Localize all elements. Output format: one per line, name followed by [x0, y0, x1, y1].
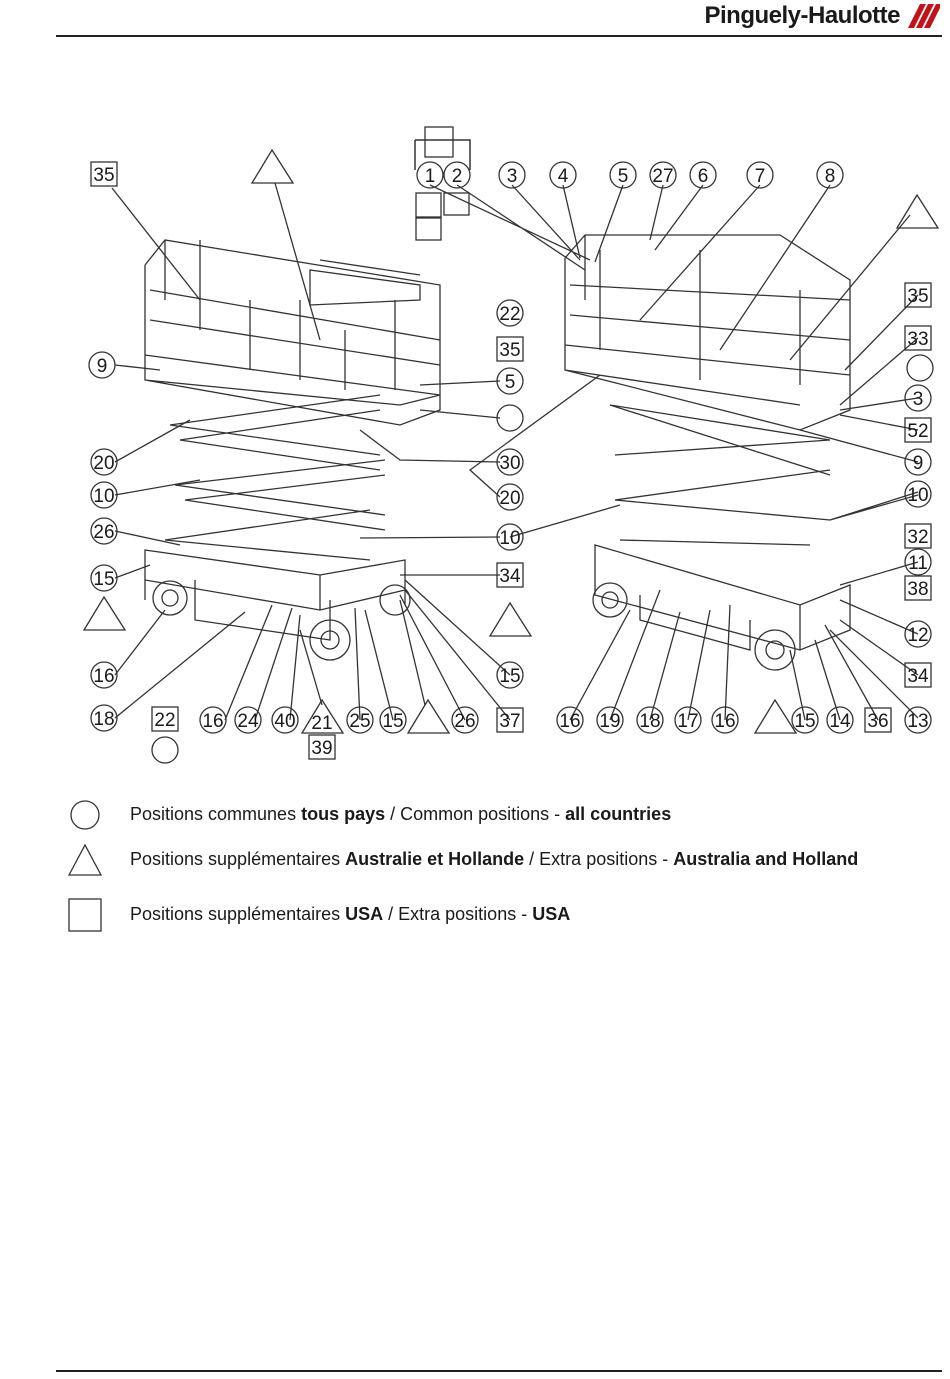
legend-prefix: Positions supplémentaires: [130, 849, 346, 869]
callout-left-10: 10: [93, 486, 114, 507]
triangle-icon: [68, 843, 102, 876]
brand-name: Pinguely-Haulotte: [704, 2, 900, 29]
callout-left-18: 18: [93, 709, 114, 730]
legend-text-australia-holland: Positions supplémentaires Australie et H…: [130, 849, 858, 870]
callout-left-39-square: 39: [311, 738, 332, 759]
right-machine-drawing: [429, 184, 919, 721]
pictogram-box: [424, 126, 454, 158]
legend-prefix: Positions supplémentaires: [130, 904, 346, 924]
callout-left-26: 26: [93, 522, 114, 543]
callout-right-18: 18: [639, 711, 660, 732]
callout-left-15c: 15: [499, 666, 520, 687]
legend-middle: / Extra positions -: [383, 904, 533, 924]
callout-top-1: 1: [425, 166, 436, 187]
callout-left-22: 22: [499, 304, 520, 325]
callout-right-34-square: 34: [907, 666, 929, 687]
callout-right-13: 13: [907, 711, 928, 732]
legend-row-australia-holland: Positions supplémentaires Australie et H…: [64, 843, 944, 883]
left-machine-drawing: [111, 182, 601, 721]
callout-right-35-square: 35: [907, 286, 928, 307]
callout-right-3: 3: [913, 389, 924, 410]
scissor-lift-decal-diagram: 35 9 20 10 26 15 16 18 22 16 24 40 21 39…: [82, 126, 940, 764]
callout-left-15: 15: [93, 569, 114, 590]
callout-left-26b: 26: [454, 711, 475, 732]
callout-right-19: 19: [599, 711, 620, 732]
callout-right-16b: 16: [714, 711, 735, 732]
callout-left-16: 16: [93, 666, 114, 687]
callout-left-20b: 20: [499, 488, 520, 509]
callout-right-16: 16: [559, 711, 580, 732]
header-rule: [56, 35, 942, 37]
legend-text-common: Positions communes tous pays / Common po…: [130, 804, 671, 825]
callout-left-24: 24: [237, 711, 259, 732]
callout-top-3: 3: [507, 166, 518, 187]
page-header: Pinguely-Haulotte: [0, 0, 950, 40]
callout-left-5: 5: [505, 372, 516, 393]
legend-prefix: Positions communes: [130, 804, 302, 824]
legend-bold-en: USA: [532, 904, 571, 924]
callout-right-10: 10: [907, 485, 928, 506]
legend-bold-fr: tous pays: [301, 804, 386, 824]
callout-left-22-square: 22: [154, 710, 175, 731]
callout-left-16b: 16: [202, 711, 223, 732]
callout-top-8: 8: [825, 166, 836, 187]
footer-rule: [56, 1370, 942, 1372]
callout-left-34-square: 34: [499, 566, 521, 587]
callout-top-7: 7: [755, 166, 766, 187]
callout-right-36-square: 36: [867, 711, 888, 732]
callout-top-4: 4: [558, 166, 569, 187]
callout-top-6: 6: [698, 166, 709, 187]
callout-right-38-square: 38: [907, 579, 928, 600]
callout-top-27: 27: [652, 166, 673, 187]
callout-right-12: 12: [907, 625, 928, 646]
callout-left-21-triangle: 21: [311, 713, 332, 734]
legend-bold-en: Australia and Holland: [673, 849, 859, 869]
circle-icon: [70, 800, 100, 830]
callout-left-30: 30: [499, 453, 520, 474]
legend-row-usa: Positions supplémentaires USA / Extra po…: [64, 898, 944, 938]
legend-bold-en: all countries: [565, 804, 672, 824]
legend-middle: / Extra positions -: [524, 849, 674, 869]
legend-row-common: Positions communes tous pays / Common po…: [64, 798, 944, 838]
legend-bold-fr: Australie et Hollande: [345, 849, 525, 869]
callout-left-25: 25: [349, 711, 370, 732]
callout-right-14: 14: [829, 711, 851, 732]
callout-left-15b: 15: [382, 711, 403, 732]
callout-right-15: 15: [794, 711, 815, 732]
diagonal-stripes-logo-icon: [908, 4, 940, 28]
callout-left-20: 20: [93, 453, 114, 474]
callout-right-17: 17: [677, 711, 698, 732]
legend-bold-fr: USA: [345, 904, 384, 924]
legend-text-usa: Positions supplémentaires USA / Extra po…: [130, 904, 570, 925]
callout-left-37-square: 37: [499, 711, 520, 732]
legend-middle: / Common positions -: [385, 804, 566, 824]
callout-left-40: 40: [274, 711, 295, 732]
callout-right-9: 9: [913, 453, 924, 474]
square-icon: [68, 898, 102, 932]
callout-top-5: 5: [618, 166, 629, 187]
callout-left-9: 9: [97, 356, 108, 377]
callout-left-10b: 10: [499, 528, 520, 549]
callout-right-11: 11: [908, 553, 928, 574]
callout-right-32-square: 32: [907, 527, 928, 548]
callout-top-2: 2: [452, 166, 463, 187]
callout-left-35b-square: 35: [499, 340, 520, 361]
callout-right-33-square: 33: [907, 329, 928, 350]
callout-left-35-square: 35: [93, 165, 114, 186]
callout-right-52-square: 52: [907, 421, 928, 442]
